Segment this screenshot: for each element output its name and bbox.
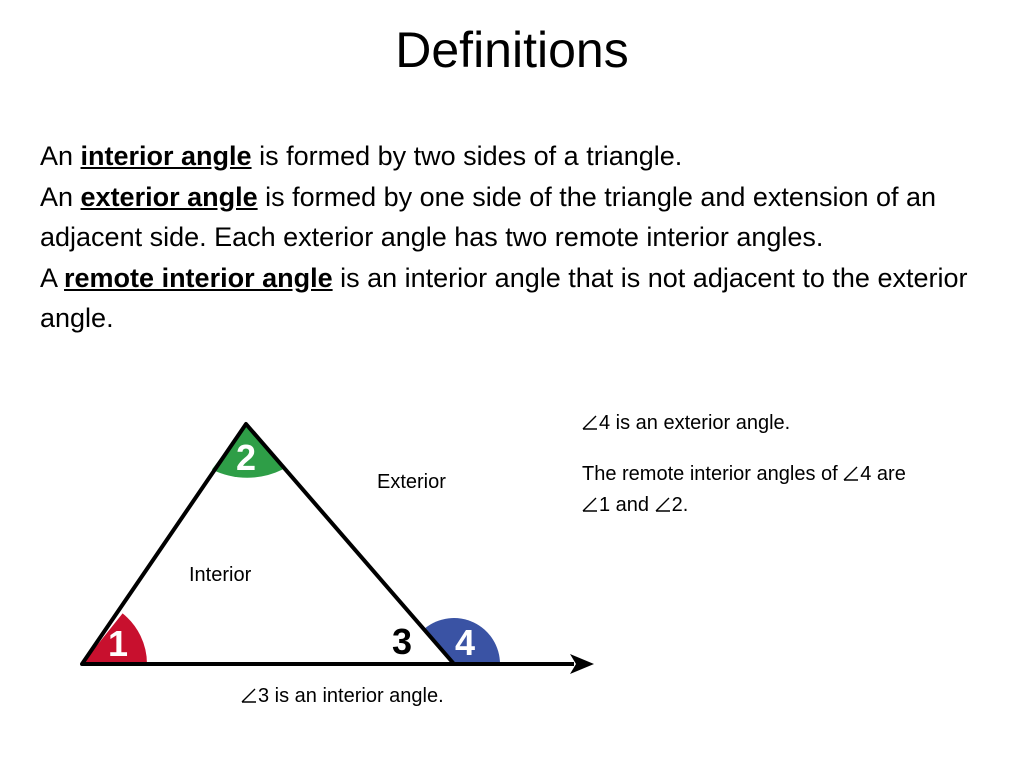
interior-label: Interior [189,564,252,586]
definition-text: is formed by two sides of a triangle. [251,141,683,171]
angle-symbol-icon [582,497,597,512]
slide-title: Definitions [395,22,629,78]
note-text: is an exterior angle. [610,412,791,434]
note-text: and [610,494,655,516]
term-remote-interior-angle: remote interior angle [64,262,333,293]
figure-caption: 3 is an interior angle. [241,681,444,711]
angle-1-number: 1 [108,623,128,664]
note-angle-number: 4 [860,463,872,485]
angle-4-sector [425,618,500,664]
note-text: are [871,463,906,485]
definition-text: is an interior angle that is not adjacen… [40,262,968,334]
definition-text: is formed by one side of the triangle an… [40,181,937,253]
definition-prefix: An [40,141,81,171]
triangle-outline [80,422,456,666]
angle-2-number: 2 [236,437,256,478]
caption-text: is an interior angle. [269,685,444,707]
angle-4-number: 4 [455,622,475,663]
angle-symbol-icon [655,497,670,512]
definitions-block: An interior angle is formed by two sides… [40,136,1000,339]
note-text: The remote interior angles of [582,463,844,485]
exterior-angle-note: 4 is an exterior angle. [582,408,1002,439]
remote-interior-angles-note: The remote interior angles of 4 are 1 an… [582,459,1002,521]
notes-block: 4 is an exterior angle. The remote inter… [582,408,1002,521]
angle-symbol-icon [582,415,597,430]
note-angle-number: 1 [599,494,611,516]
definition-prefix: A [40,262,65,293]
angle-symbol-icon [843,466,859,481]
angle-3-number: 3 [392,621,412,662]
angle-1-sector [82,613,147,664]
definition-prefix: An [40,181,81,212]
note-angle-number: 2 [671,494,683,516]
angle-2-sector [211,424,283,478]
interior-angle-definition: An interior angle is formed by two sides… [40,136,1000,177]
triangle-diagram: 1 2 3 4 [80,422,594,674]
note-angle-number: 4 [599,412,611,434]
exterior-angle-definition: An exterior angle is formed by one side … [40,177,1000,258]
arrowhead-icon [570,654,594,674]
triangle-figure: 1 2 3 4 Interior Exterior [72,412,602,682]
term-exterior-angle: exterior angle [80,181,258,212]
exterior-label: Exterior [377,471,446,493]
caption-angle-number: 3 [258,685,270,707]
note-text: . [682,494,689,516]
remote-interior-angle-definition: A remote interior angle is an interior a… [40,258,1000,339]
term-interior-angle: interior angle [80,141,252,171]
angle-symbol-icon [241,688,256,703]
